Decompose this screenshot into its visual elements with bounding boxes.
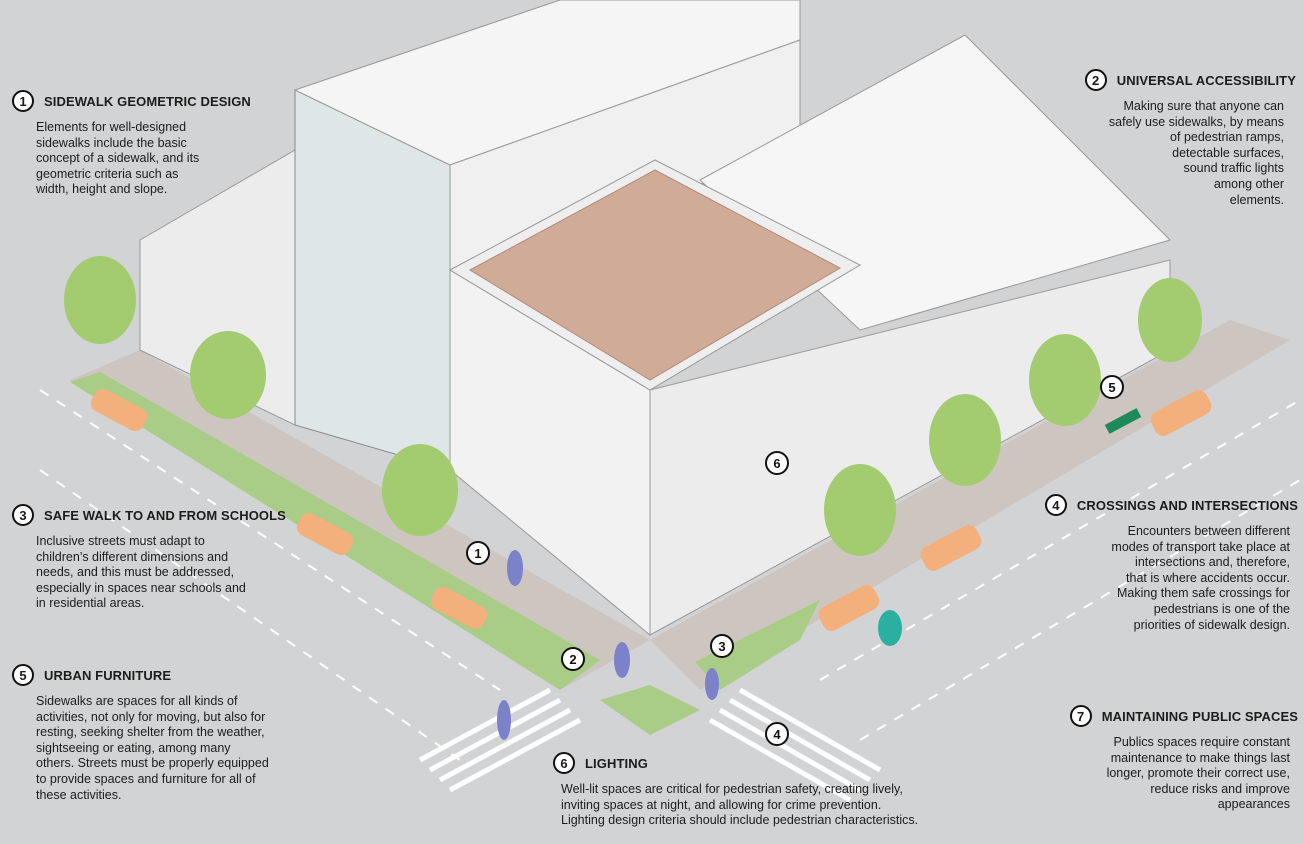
number-badge: 6: [553, 752, 575, 774]
body-line: Encounters between different: [1127, 524, 1290, 538]
section-crossings-and-intersections: 4 CROSSINGS AND INTERSECTIONS Encounters …: [1038, 494, 1298, 633]
marker-5: 5: [1100, 375, 1124, 399]
body-line: Elements for well-designed: [36, 120, 187, 134]
section-title: LIGHTING: [585, 755, 648, 771]
section-title: UNIVERSAL ACCESSIBILITY: [1116, 72, 1296, 88]
body-line: that is where accidents occur.: [1126, 570, 1290, 585]
body-line: sidewalks include the basic: [36, 135, 187, 150]
body-line: Making them safe crossings for: [1117, 586, 1290, 601]
marker-3: 3: [710, 634, 734, 658]
body-line: among other: [1213, 176, 1284, 191]
body-line: detectable surfaces,: [1172, 145, 1284, 160]
body-line: in residential areas.: [36, 596, 145, 611]
crosswalk-right: [708, 687, 882, 803]
section-title: SAFE WALK TO AND FROM SCHOOLS: [44, 507, 286, 523]
body-line: width, height and slope.: [36, 182, 168, 197]
corner-island: [600, 685, 700, 735]
cyclist: [878, 610, 902, 646]
number-badge: 1: [12, 90, 34, 112]
body-line: Inclusive streets must adapt to: [36, 534, 205, 548]
body-line: activities, not only for moving, but als…: [36, 709, 266, 724]
body-line: especially in spaces near schools and: [36, 580, 246, 595]
body-line: resting, seeking shelter from the weathe…: [36, 725, 265, 740]
number-badge: 3: [12, 504, 34, 526]
body-line: sightseeing or eating, among many: [36, 740, 231, 755]
body-line: sound traffic lights: [1183, 161, 1284, 176]
body-line: concept of a sidewalk, and its: [36, 151, 200, 166]
section-title: MAINTAINING PUBLIC SPACES: [1101, 708, 1298, 724]
marker-6: 6: [765, 451, 789, 475]
marker-1: 1: [466, 541, 490, 565]
section-urban-furniture: 5 URBAN FURNITURE Sidewalks are spaces fo…: [12, 664, 312, 803]
body-line: children’s different dimensions and: [36, 549, 229, 564]
section-title: CROSSINGS AND INTERSECTIONS: [1076, 497, 1298, 513]
road-markings: [39, 389, 1301, 761]
body-line: Well-lit spaces are critical for pedestr…: [561, 782, 903, 796]
crosswalk-left: [418, 687, 582, 793]
number-badge: 2: [1084, 69, 1107, 91]
trees: [64, 256, 1202, 556]
body-line: these activities.: [36, 787, 122, 802]
body-line: modes of transport take place at: [1111, 539, 1290, 554]
body-line: pedestrians is one of the: [1153, 601, 1290, 616]
section-sidewalk-geometric-design: 1 SIDEWALK GEOMETRIC DESIGN Elements for …: [12, 90, 282, 198]
sidewalk-left: [70, 350, 650, 690]
body-line: longer, promote their correct use,: [1106, 766, 1290, 781]
marker-4: 4: [765, 722, 789, 746]
body-line: Lighting design criteria should include …: [561, 813, 919, 828]
pedestrians: [497, 550, 719, 740]
bench: [1104, 408, 1142, 434]
section-lighting: 6 LIGHTING Well-lit spaces are critical f…: [553, 752, 973, 829]
body-line: reduce risks and improve: [1150, 781, 1290, 796]
body-line: needs, and this must be addressed,: [36, 565, 235, 580]
body-line: Publics spaces require constant: [1113, 735, 1290, 749]
body-line: to provide spaces and furniture for all …: [36, 771, 256, 786]
body-line: inviting spaces at night, and allowing f…: [561, 797, 882, 812]
body-line: Sidewalks are spaces for all kinds of: [36, 694, 238, 708]
section-title: URBAN FURNITURE: [44, 667, 172, 683]
section-title: SIDEWALK GEOMETRIC DESIGN: [44, 93, 251, 109]
body-line: geometric criteria such as: [36, 166, 179, 181]
body-line: elements.: [1229, 192, 1284, 207]
green-strip-right: [695, 600, 820, 690]
body-line: intersections and, therefore,: [1135, 555, 1290, 570]
number-badge: 4: [1044, 494, 1067, 516]
body-line: of pedestrian ramps,: [1170, 130, 1284, 145]
body-line: safely use sidewalks, by means: [1108, 114, 1284, 129]
body-line: priorities of sidewalk design.: [1133, 617, 1290, 632]
cars: [90, 388, 1212, 631]
body-line: Making sure that anyone can: [1123, 99, 1284, 113]
body-line: appearances: [1217, 797, 1290, 812]
body-line: maintenance to make things last: [1110, 750, 1290, 765]
number-badge: 7: [1069, 705, 1092, 727]
number-badge: 5: [12, 664, 34, 686]
section-safe-walk-to-and-from-schools: 3 SAFE WALK TO AND FROM SCHOOLS Inclusive…: [12, 504, 312, 612]
body-line: others. Streets must be properly equippe…: [36, 756, 269, 771]
section-universal-accessibility: 2 UNIVERSAL ACCESSIBILITY Making sure tha…: [1056, 69, 1296, 208]
roof-pyramid: [468, 169, 842, 381]
marker-2: 2: [561, 647, 585, 671]
section-maintaining-public-spaces: 7 MAINTAINING PUBLIC SPACES Publics space…: [1048, 705, 1298, 813]
